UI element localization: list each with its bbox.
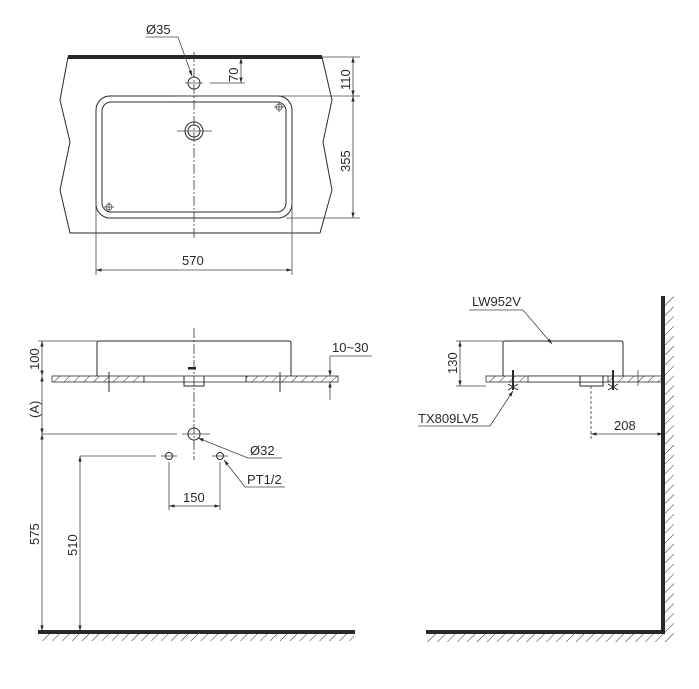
fixing-bracket-icon bbox=[607, 370, 619, 391]
dim-wall-to-waste: 208 bbox=[614, 418, 636, 433]
dim-supply-spacing: 150 bbox=[183, 490, 205, 505]
model-label: LW952V bbox=[472, 294, 521, 309]
dim-bowl-depth: 355 bbox=[338, 150, 353, 172]
fixing-bracket-icon bbox=[507, 370, 519, 391]
dim-supply-height: 510 bbox=[65, 534, 80, 556]
dim-tap-to-back: 70 bbox=[226, 68, 241, 82]
counter-outline bbox=[59, 56, 333, 234]
dim-back-to-bowl: 110 bbox=[338, 69, 353, 90]
countertop-mid bbox=[143, 375, 247, 383]
dim-bowl-width: 570 bbox=[182, 253, 204, 268]
floor-hatch bbox=[426, 634, 666, 642]
countertop-right bbox=[245, 375, 339, 383]
dim-counter-thickness: 10~30 bbox=[332, 340, 369, 355]
side-view: LW952V 130 TX809LV5 208 bbox=[418, 294, 674, 642]
dim-basin-height: 100 bbox=[27, 348, 42, 370]
basin-body bbox=[502, 340, 624, 376]
tap-hole-diameter: Ø35 bbox=[146, 22, 171, 37]
waste-hole-diameter: Ø32 bbox=[250, 443, 275, 458]
dim-waste-height: 575 bbox=[27, 523, 42, 545]
fixing-kit-label: TX809LV5 bbox=[418, 411, 478, 426]
dim-height-a: (A) bbox=[27, 401, 42, 418]
supply-thread: PT1/2 bbox=[247, 472, 282, 487]
top-view: Ø35 70 110 355 570 bbox=[59, 22, 360, 275]
countertop-left bbox=[51, 375, 145, 383]
floor-hatch bbox=[40, 633, 354, 641]
front-view: 100 (A) 10~30 Ø32 PT1/2 150 575 bbox=[27, 328, 372, 641]
wall-hatch bbox=[665, 296, 674, 642]
fixing-point-icon bbox=[274, 102, 284, 112]
dim-basin-height: 130 bbox=[445, 352, 460, 374]
fixing-point-icon bbox=[104, 202, 114, 212]
waste-hole-icon bbox=[187, 427, 201, 441]
